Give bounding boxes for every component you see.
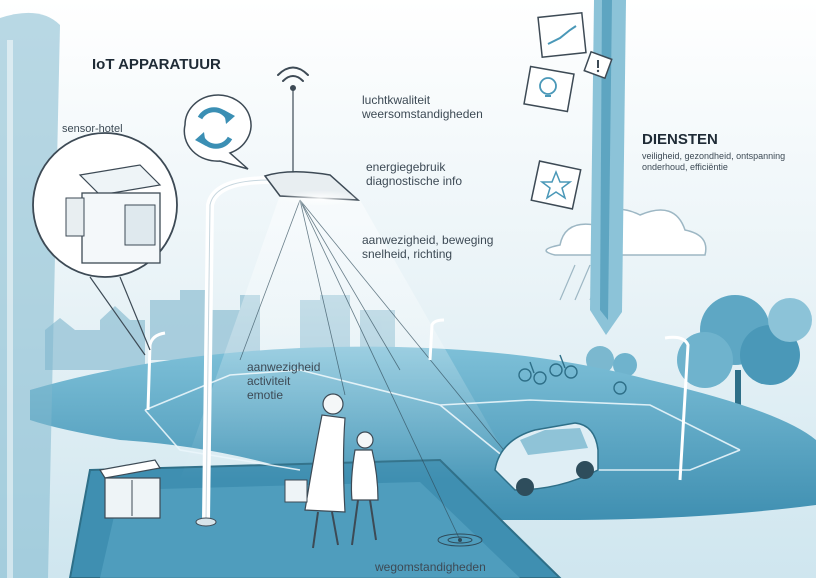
services-line-1: veiligheid, gezondheid, ontspanning [642,151,786,161]
activity-text: activiteit [247,374,291,388]
page-title: IoT APPARATUUR [92,56,221,73]
weather-text: weersomstandigheden [362,107,483,121]
light-beam [180,195,520,480]
alert-icon [583,50,613,80]
services-title: DIENSTEN [642,131,718,148]
main-street-lamp [195,170,361,527]
services-description: veiligheid, gezondheid, ontspanning onde… [642,151,785,173]
emotion-text: emotie [247,388,284,402]
refresh-icon [183,94,252,170]
air-weather-label: luchtkwaliteit weersomstandigheden [362,93,483,121]
people-label: aanwezigheid activiteit emotie [247,360,320,402]
left-pillar [0,12,60,578]
trees [586,295,812,415]
presence-text: aanwezigheid [247,360,321,374]
mother-and-child [284,393,379,549]
energy-label: energiegebruik diagnostische info [366,160,462,188]
presence-motion-text: aanwezigheid, beweging [362,233,494,247]
sensor-hotel-magnifier [32,132,178,356]
services-line-2: onderhoud, efficiëntie [642,162,728,172]
electrical-cabinet [99,459,161,519]
star-icon [530,160,582,210]
air-quality-text: luchtkwaliteit [362,93,431,107]
car [494,422,599,496]
motion-label: aanwezigheid, beweging snelheid, richtin… [362,233,493,261]
diagnostic-text: diagnostische info [366,174,463,188]
speed-direction-text: snelheid, richting [362,247,453,261]
cyclists [518,354,627,395]
chart-icon [537,11,587,59]
sensor-hotel-label: sensor-hotel [62,123,123,135]
road-conditions-label: wegomstandigheden [375,560,486,574]
sensor-rays [239,199,521,541]
road-sensor [437,533,483,547]
energy-use-text: energiegebruik [366,160,446,174]
services-banner [590,0,626,335]
background-lamps [146,318,690,481]
lightbulb-icon [523,65,575,113]
wifi-signal-icon [277,66,309,173]
